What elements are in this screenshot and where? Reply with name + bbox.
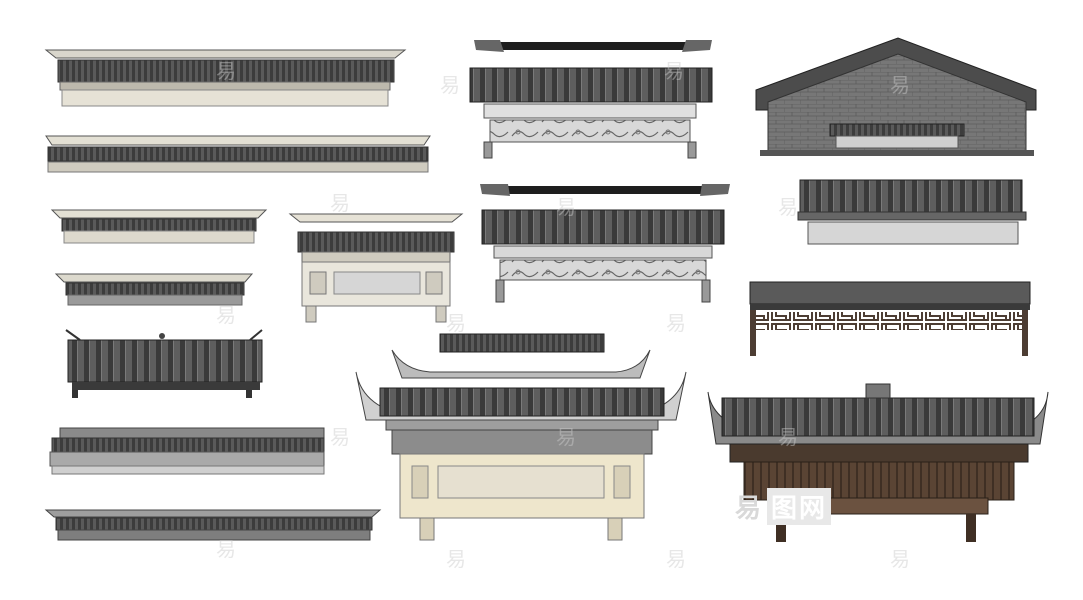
watermark-logo-glyph: 易 [735, 494, 764, 524]
eave-1 [44, 49, 407, 107]
lattice-canopy [749, 281, 1031, 356]
watermark-glyph: 易 [556, 195, 576, 219]
pavilion-gateway-large [355, 333, 687, 541]
watermark-layer: 易 易 易 易 易 易 易 易 易 易 易 易 易 易 易 易 易 [216, 59, 910, 571]
wooden-pavilion [707, 383, 1049, 542]
watermark-glyph: 易 [446, 311, 466, 335]
watermark-glyph: 易 [890, 547, 910, 571]
eave-5-tiled-wall [65, 329, 263, 398]
watermark-glyph: 易 [890, 73, 910, 97]
watermark-glyph: 易 [778, 425, 798, 449]
watermark-glyph: 易 [666, 311, 686, 335]
eave-4 [54, 273, 254, 306]
watermark-glyph: 易 [440, 73, 460, 97]
watermark-logo: 易图网 [735, 488, 832, 525]
watermark-glyph: 易 [216, 303, 236, 327]
gateway-small [288, 213, 464, 323]
eave-2 [45, 135, 431, 173]
eave-3 [50, 209, 268, 244]
tiled-eave-right [797, 179, 1027, 245]
eave-6 [49, 427, 325, 475]
watermark-glyph: 易 [556, 425, 576, 449]
watermark-glyph: 易 [446, 547, 466, 571]
watermark-glyph: 易 [216, 537, 236, 561]
watermark-glyph: 易 [330, 191, 350, 215]
gable-brick-wall [755, 37, 1037, 156]
carved-eave-top [469, 40, 713, 159]
watermark-glyph: 易 [778, 195, 798, 219]
watermark-glyph: 易 [664, 59, 684, 83]
carved-eave-middle [480, 184, 730, 303]
watermark-glyph: 易 [330, 425, 350, 449]
watermark-glyph: 易 [666, 547, 686, 571]
eave-7 [44, 509, 382, 541]
watermark-glyph: 易 [216, 59, 236, 83]
watermark-logo-badge: 图网 [767, 488, 832, 525]
